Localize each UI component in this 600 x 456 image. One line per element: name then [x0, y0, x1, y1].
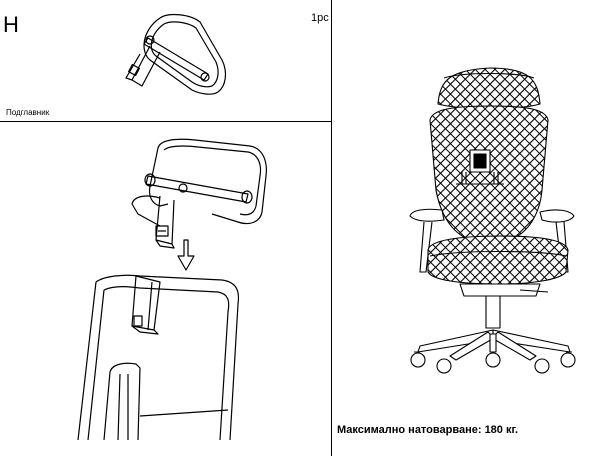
part-quantity: 1pc: [311, 12, 329, 24]
vertical-divider: [331, 0, 332, 456]
chair-drawing: [409, 67, 576, 374]
part-name: Подглавник: [6, 108, 50, 117]
headrest-install-drawing: [77, 138, 267, 441]
part-letter: H: [3, 12, 19, 37]
max-load-label: Максимално натоварване: 180 кг.: [337, 424, 519, 436]
headrest-part-drawing: [125, 13, 227, 95]
horizontal-divider: [0, 121, 331, 122]
